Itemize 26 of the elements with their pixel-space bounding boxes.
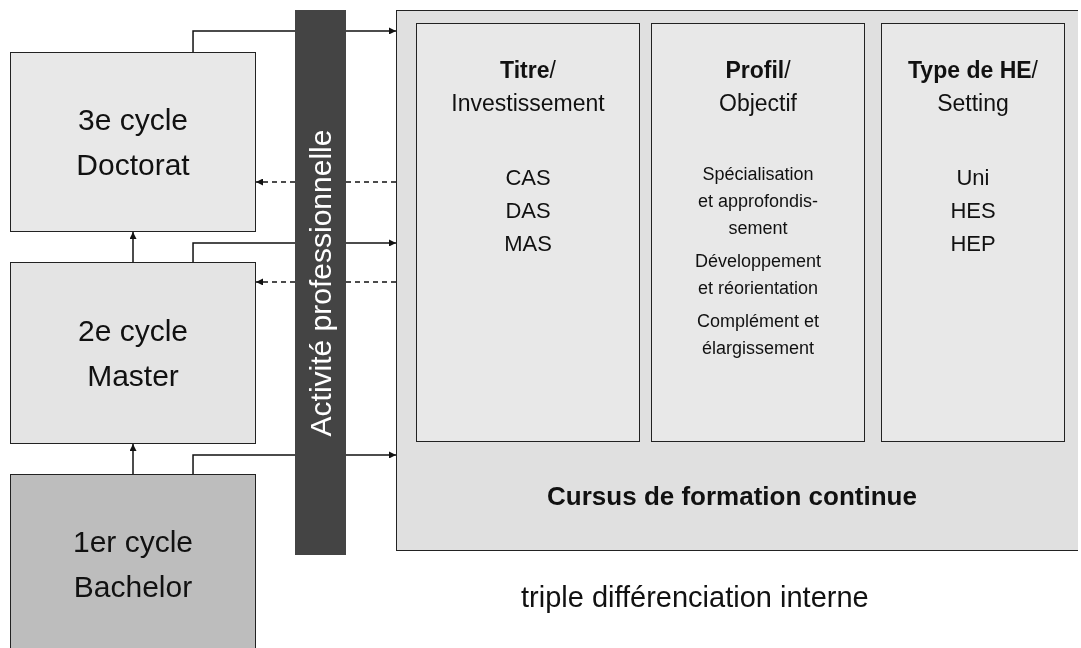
caption-text: triple différenciation interne — [521, 581, 869, 614]
band-label: Activité professionnelle — [303, 129, 338, 436]
column-text: CAS DAS MAS — [503, 163, 553, 258]
cycle-box: 3e cycle Doctorat — [10, 52, 256, 232]
column-box — [416, 23, 640, 442]
column-box — [881, 23, 1065, 442]
column-heading: Type de HE/ Setting — [907, 56, 1039, 119]
column-text: Complément et élargissement — [695, 309, 821, 360]
column-heading: Profil/ Objectif — [718, 56, 798, 119]
arrow — [129, 443, 137, 475]
vertical-band — [295, 10, 346, 555]
column-box — [651, 23, 865, 442]
program-panel — [396, 10, 1078, 551]
column-heading: Titre/ Investissement — [450, 56, 606, 119]
column-text: Développement et réorientation — [694, 249, 822, 300]
panel-title: Cursus de formation continue — [546, 481, 918, 512]
cycle-box: 2e cycle Master — [10, 262, 256, 444]
arrow — [345, 27, 397, 35]
arrow — [255, 278, 296, 286]
arrow — [129, 231, 137, 263]
cycle-box: 1er cycle Bachelor — [10, 474, 256, 648]
arrow — [345, 239, 397, 247]
arrow — [345, 451, 397, 459]
column-text: Spécialisation et approfondis- sement — [696, 162, 820, 240]
column-text: Uni HES HEP — [949, 163, 997, 258]
arrow — [255, 178, 296, 186]
